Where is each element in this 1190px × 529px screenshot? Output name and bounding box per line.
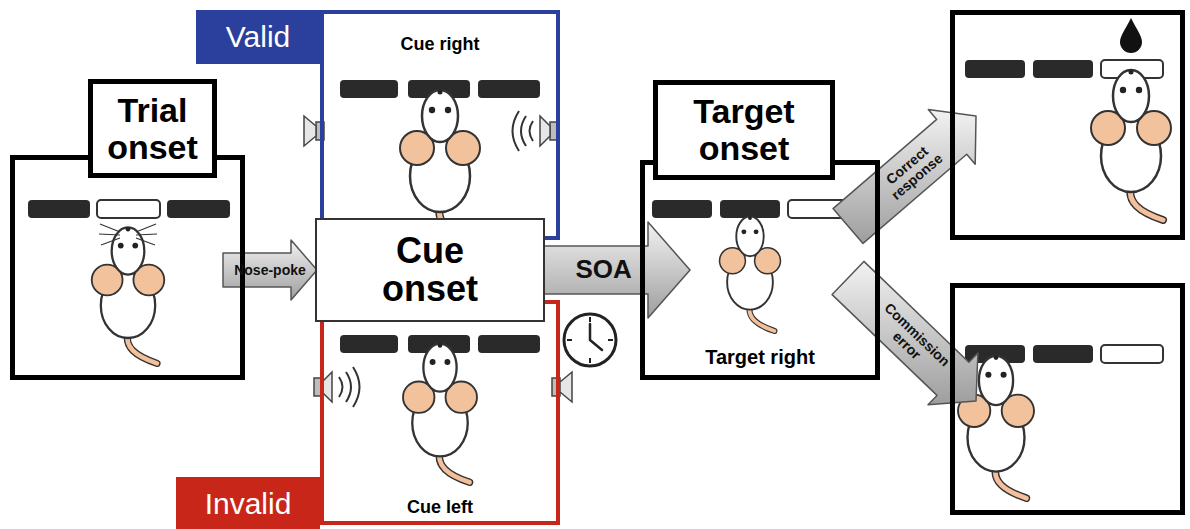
- sound-waves: [513, 111, 520, 151]
- arrow-label: SOA: [575, 256, 631, 283]
- mouse-figure: [92, 227, 165, 363]
- cue-label: Cue left: [324, 491, 556, 524]
- label-text: Target onset: [664, 93, 824, 166]
- whiskers: [136, 224, 157, 245]
- port-bars: [720, 200, 780, 218]
- port-bars: [340, 335, 398, 353]
- clock-icon: [590, 324, 602, 350]
- label-text: Target right: [705, 346, 815, 369]
- whiskers: [99, 224, 157, 245]
- port-bars: [167, 200, 230, 218]
- sound-waves: [521, 116, 526, 146]
- sound-waves: [530, 121, 534, 141]
- mouse-figure: [403, 343, 477, 482]
- sound-waves: [346, 372, 351, 402]
- heading-tab: Valid: [196, 10, 320, 65]
- sound-waves: [339, 377, 343, 397]
- target-label: Target right: [645, 340, 875, 375]
- mouse-figure: [1091, 70, 1171, 221]
- clock-icon: [564, 314, 616, 366]
- clock-icon: [564, 314, 616, 366]
- heading-tab: Invalid: [176, 477, 320, 529]
- stage-panel: ValidCue right: [320, 10, 560, 240]
- label-text: Trial onset: [99, 92, 206, 165]
- port-bars: [1033, 345, 1093, 363]
- stage-panel: Target onsetTarget right: [640, 160, 880, 380]
- speaker-icon: [304, 116, 572, 402]
- stage-panel: InvalidCue left: [320, 300, 560, 525]
- speaker-icon: [304, 116, 316, 146]
- block-arrow: [541, 222, 690, 318]
- process-box: Cue onset: [315, 218, 545, 322]
- port-bars: [97, 200, 160, 218]
- mouse-figure: [720, 216, 781, 331]
- stage-panel: Trial onset: [10, 155, 245, 380]
- port-bars: [478, 80, 540, 98]
- port-bars: [28, 200, 90, 218]
- label-text: Cue left: [407, 497, 473, 518]
- arrow-label: Nose-poke: [234, 263, 306, 278]
- port-bars: [1033, 60, 1093, 78]
- clock-icon: [567, 317, 613, 363]
- stage-panel: [950, 283, 1185, 515]
- port-bars: [340, 80, 398, 98]
- speaker-icon: [540, 116, 550, 146]
- port-bars: [965, 60, 1025, 78]
- label-text: Cue onset: [365, 232, 495, 308]
- cue-label: Cue right: [324, 28, 556, 61]
- port-bars: [478, 335, 540, 353]
- reward-drop: [1120, 18, 1142, 53]
- whiskers: [99, 224, 120, 245]
- speaker-icon: [560, 372, 572, 402]
- process-box-text: Cue onset: [317, 220, 543, 320]
- sound-waves: [353, 367, 360, 407]
- label-text: Valid: [226, 20, 290, 55]
- label-text: Invalid: [205, 487, 292, 522]
- port-bars: [652, 200, 712, 218]
- stage-panel: [950, 10, 1185, 240]
- port-bars: [1101, 345, 1163, 363]
- heading-box: Target onset: [653, 80, 835, 179]
- block-arrow: [223, 240, 317, 300]
- heading-box: Trial onset: [88, 79, 217, 178]
- label-text: Cue right: [401, 34, 480, 55]
